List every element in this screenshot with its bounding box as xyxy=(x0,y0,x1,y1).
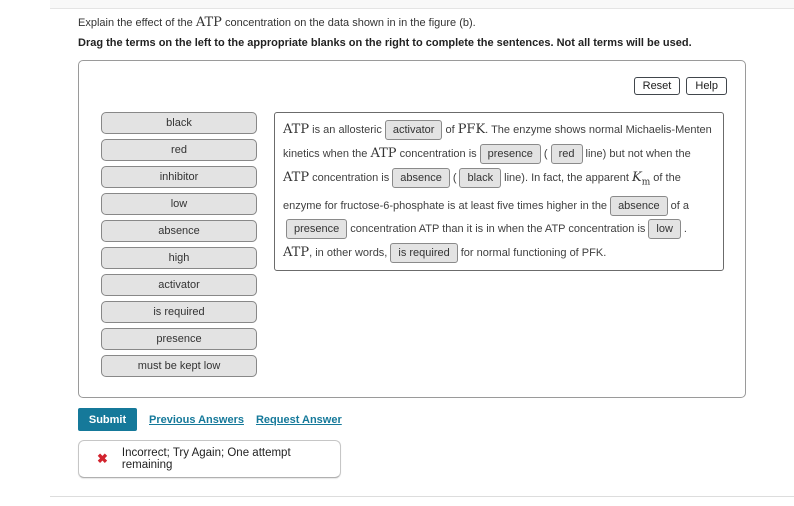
paragraph-text: of the enzyme for fructose-6-phosphate i… xyxy=(283,172,681,212)
paragraph-text: of xyxy=(445,124,458,136)
term-chip-low[interactable]: low xyxy=(101,193,257,215)
filled-blank-chip[interactable]: black xyxy=(459,168,502,189)
drag-instructions: Drag the terms on the left to the approp… xyxy=(78,37,692,49)
reset-button[interactable]: Reset xyxy=(633,77,681,95)
filled-blank-chip[interactable]: low xyxy=(648,218,681,239)
top-page-divider xyxy=(50,0,794,9)
km-symbol: Km xyxy=(631,170,651,188)
incorrect-x-icon: ✖ xyxy=(97,451,108,466)
filled-blank-chip[interactable]: red xyxy=(550,144,583,165)
help-button[interactable]: Help xyxy=(686,77,727,95)
request-answer-link[interactable]: Request Answer xyxy=(255,413,342,426)
filled-blank-chip[interactable]: absence xyxy=(392,168,450,189)
filled-blank-chip[interactable]: presence xyxy=(479,144,541,165)
math-text: PFK xyxy=(457,122,486,137)
term-chip-inhibitor[interactable]: inhibitor xyxy=(101,166,257,188)
paragraph-text: . xyxy=(683,222,687,235)
paragraph-text: , in other words, xyxy=(309,246,388,259)
paragraph-text: concentration is xyxy=(396,148,477,160)
question-text: Explain the effect of the ATP concentrat… xyxy=(78,15,738,30)
paragraph-text: Explain the effect of the xyxy=(78,17,196,29)
term-chip-red[interactable]: red xyxy=(101,139,257,161)
paragraph-text: concentration ATP than it is in when the… xyxy=(350,222,646,235)
paragraph-text: line) but not when the xyxy=(585,148,691,160)
filled-blank-chip[interactable]: absence xyxy=(610,195,668,216)
term-chip-absence[interactable]: absence xyxy=(101,220,257,242)
filled-blank-chip[interactable]: is required xyxy=(390,242,458,263)
term-chip-must-be-kept-low[interactable]: must be kept low xyxy=(101,355,257,377)
term-chip-high[interactable]: high xyxy=(101,247,257,269)
feedback-message: Incorrect; Try Again; One attempt remain… xyxy=(121,447,291,471)
filled-blank-chip[interactable]: activator xyxy=(384,120,443,141)
paragraph-text: concentration is xyxy=(309,172,390,184)
math-text: ATP xyxy=(370,146,397,161)
paragraph-text: is an allosteric xyxy=(309,124,382,136)
panel-toolbar: Reset Help xyxy=(633,77,727,95)
term-chip-presence[interactable]: presence xyxy=(101,328,257,350)
paragraph-text: . The enzyme shows normal Michaelis-Ment… xyxy=(283,124,712,160)
math-text: ATP xyxy=(283,122,310,137)
paragraph-text: of a xyxy=(670,199,690,212)
paragraph-text: ( xyxy=(452,172,457,184)
footer-actions: Submit Previous Answers Request Answer xyxy=(78,408,342,431)
term-chip-black[interactable]: black xyxy=(101,112,257,134)
math-text: ATP xyxy=(195,15,222,30)
submit-button[interactable]: Submit xyxy=(78,408,137,431)
math-text: ATP xyxy=(283,244,310,260)
bottom-page-divider xyxy=(50,496,794,497)
filled-blank-chip[interactable]: presence xyxy=(286,218,348,239)
paragraph-text: for normal functioning of PFK. xyxy=(460,246,607,259)
term-chip-activator[interactable]: activator xyxy=(101,274,257,296)
math-text: ATP xyxy=(283,170,310,185)
paragraph-text: line). In fact, the apparent xyxy=(504,172,632,184)
term-chip-is-required[interactable]: is required xyxy=(101,301,257,323)
term-bank: black red inhibitor low absence high activator… xyxy=(101,112,257,377)
paragraph-text: ( xyxy=(543,148,548,160)
previous-answers-link[interactable]: Previous Answers xyxy=(149,413,244,426)
paragraph-text: concentration on the data shown in in th… xyxy=(221,17,476,29)
feedback-alert: ✖ Incorrect; Try Again; One attempt rema… xyxy=(78,440,341,478)
